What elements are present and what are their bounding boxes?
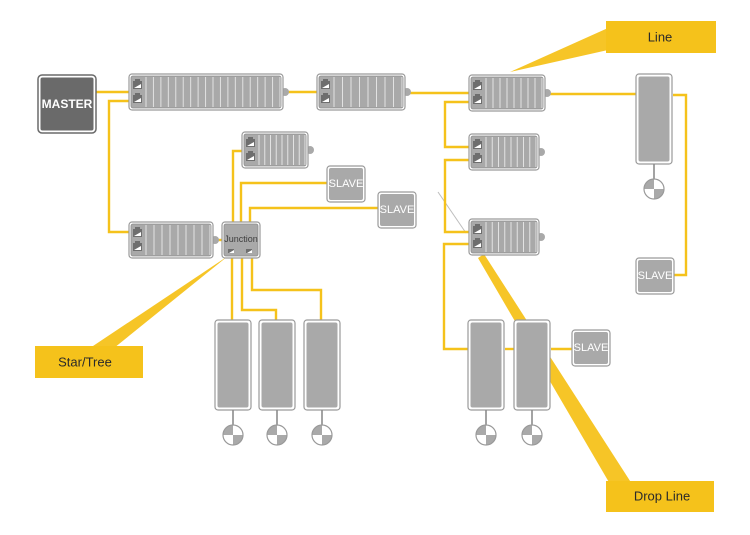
cable-io5-io6 [443,158,470,234]
slave-device[interactable]: SLAVE [326,165,366,203]
star-tree-callout: Star/Tree [35,346,143,378]
slave-label: SLAVE [638,270,673,282]
master-controller[interactable]: MASTER [37,74,97,134]
ethernet-port-icon [321,79,330,89]
io-module[interactable] [128,221,219,259]
cable-junction-io7 [231,149,243,222]
drive-unit[interactable] [214,319,252,446]
io-module[interactable] [468,74,551,112]
ethernet-port-icon [473,94,482,104]
slave-device[interactable]: SLAVE [571,329,611,367]
ethernet-port-icon [473,153,482,163]
cable-junction-slave1 [239,181,327,222]
ethernet-port-icon [246,151,255,161]
encoder-sensor-icon [643,164,665,200]
slave-label: SLAVE [380,204,415,216]
encoder-sensor-icon [266,410,288,446]
cable-junction-slave2 [248,206,378,222]
ethernet-port-icon [133,93,142,103]
slave-label: SLAVE [329,178,364,190]
io-module[interactable] [316,73,411,111]
ethernet-port-icon [133,227,142,237]
drop-line-callout-pointer [478,254,632,484]
drive-unit[interactable] [635,73,673,200]
encoder-sensor-icon [311,410,333,446]
io-module[interactable] [468,218,545,256]
drive-unit[interactable] [467,319,505,446]
star-tree-callout-label: Star/Tree [58,355,112,370]
drive-unit[interactable] [258,319,296,446]
cable-drive6-slave4 [673,93,688,277]
cable-junction-drive2 [240,258,278,320]
ethernet-port-icon [473,80,482,90]
ethernet-port-icon [133,79,142,89]
line-callout-pointer [510,28,608,72]
slave-label: SLAVE [574,342,609,354]
ethernet-port-icon [133,241,142,251]
master-label: MASTER [42,97,93,111]
drive-unit[interactable] [303,319,341,446]
ethernet-port-icon [321,93,330,103]
cable-io4-io5 [443,100,470,149]
junction-box[interactable]: Junction [221,221,261,259]
io-modules [128,73,551,259]
cable-junction-drive3 [250,258,323,320]
line-callout-label: Line [648,30,673,45]
cable-io6-drops [442,242,470,351]
encoder-sensor-icon [521,410,543,446]
junction-label: Junction [224,234,258,244]
drop-line-callout-label: Drop Line [634,489,690,504]
cable-master-io2 [107,99,130,234]
slave-device[interactable]: SLAVE [635,257,675,295]
io-module[interactable] [128,73,289,111]
drive-unit[interactable] [513,319,551,446]
ethernet-port-icon [473,139,482,149]
io-module[interactable] [468,133,545,171]
encoder-sensor-icon [475,410,497,446]
ethernet-port-icon [473,224,482,234]
slave-device[interactable]: SLAVE [377,191,417,229]
drop-line-callout: Drop Line [606,481,714,512]
io-module[interactable] [241,131,314,169]
ethernet-port-icon [246,137,255,147]
junction-port-icon [228,249,252,253]
ethernet-port-icon [473,238,482,248]
drives [214,73,673,446]
line-callout: Line [606,21,716,53]
encoder-sensor-icon [222,410,244,446]
pointer-hairline [437,191,467,234]
star-tree-callout-pointer [90,256,228,348]
